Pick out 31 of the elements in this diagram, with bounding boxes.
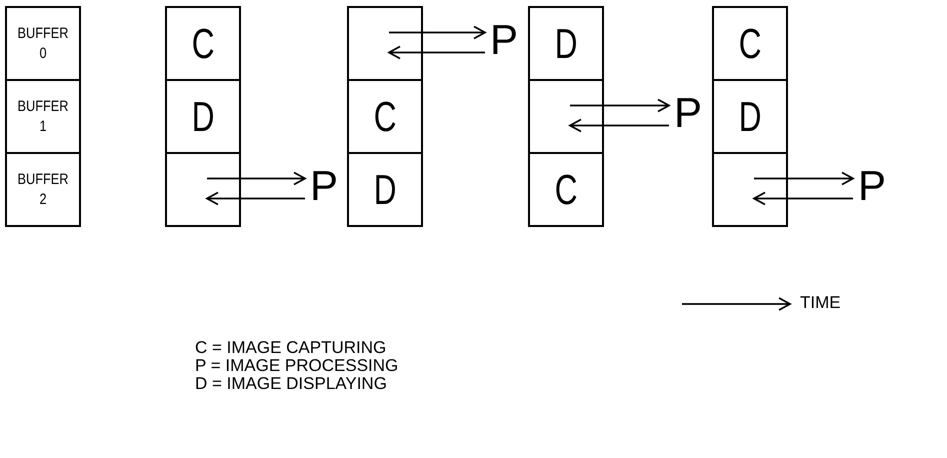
arrow: [569, 118, 669, 132]
buffer-cell: BUFFER 0: [5, 6, 81, 81]
key-text: C = IMAGE CAPTURING: [195, 338, 386, 358]
arrow: [753, 192, 853, 206]
buffer-cell: C: [165, 6, 241, 81]
buffer-cell: BUFFER 1: [5, 79, 81, 154]
buffer-cell: BUFFER 2: [5, 152, 81, 227]
arrow: [570, 98, 670, 112]
buffer-cell: C: [347, 79, 423, 154]
buffer-cell: D: [347, 152, 423, 227]
buffer-cell: C: [712, 6, 788, 81]
buffer-cell: D: [528, 6, 604, 81]
buffer-cell: [528, 79, 604, 154]
arrow: [207, 172, 306, 186]
buffer-cell: D: [165, 79, 241, 154]
buffer-cell: [165, 152, 241, 227]
axis-label: TIME: [800, 293, 841, 313]
buffer-cell: [712, 152, 788, 227]
arrow: [754, 172, 854, 186]
process-letter: P: [858, 164, 886, 208]
buffer-cell: C: [528, 152, 604, 227]
process-letter: P: [490, 18, 518, 62]
arrow: [206, 192, 305, 206]
key-text: P = IMAGE PROCESSING: [195, 356, 398, 376]
process-letter: P: [674, 91, 702, 135]
buffer-cell: [347, 6, 423, 81]
arrow: [389, 26, 486, 40]
process-letter: P: [310, 164, 338, 208]
arrow: [388, 46, 485, 60]
key-text: D = IMAGE DISPLAYING: [195, 374, 387, 394]
buffer-cell: D: [712, 79, 788, 154]
